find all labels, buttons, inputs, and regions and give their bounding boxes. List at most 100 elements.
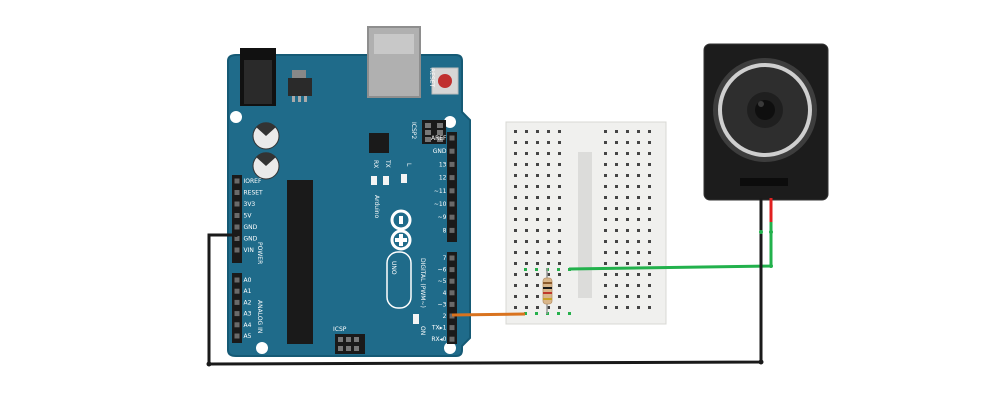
- breadboard-hole: [536, 251, 539, 254]
- breadboard-hole: [514, 295, 517, 298]
- breadboard-hole: [525, 163, 528, 166]
- breadboard-hole: [604, 251, 607, 254]
- header-pin: [234, 333, 240, 339]
- breadboard-hole: [558, 185, 561, 188]
- reset-button: RESET: [428, 67, 459, 95]
- breadboard-hole: [637, 207, 640, 210]
- header-pin: [449, 278, 455, 284]
- digital-label: DIGITAL (PWM~): [419, 258, 426, 308]
- breadboard-hole: [648, 240, 651, 243]
- breadboard-hole: [648, 306, 651, 309]
- l-led: [401, 174, 407, 183]
- breadboard-hole: [558, 306, 561, 309]
- breadboard-hole: [648, 174, 651, 177]
- header-pin: [449, 313, 455, 319]
- breadboard-hole: [637, 163, 640, 166]
- breadboard-hole: [536, 306, 539, 309]
- breadboard-hole: [514, 152, 517, 155]
- breadboard-hole: [514, 240, 517, 243]
- pin-label: RX◂0: [431, 336, 446, 343]
- breadboard-hole: [626, 185, 629, 188]
- breadboard-hole: [536, 273, 539, 276]
- breadboard-hole: [637, 152, 640, 155]
- wire-joints: [206, 233, 764, 367]
- breadboard-hole: [525, 207, 528, 210]
- breadboard-hole: [558, 141, 561, 144]
- breadboard-hole: [637, 295, 640, 298]
- breadboard-hole: [525, 185, 528, 188]
- breadboard-hole: [558, 174, 561, 177]
- breadboard-hole: [648, 284, 651, 287]
- breadboard-hole: [615, 174, 618, 177]
- arduino-logo: [390, 209, 412, 251]
- breadboard-hole: [637, 185, 640, 188]
- header-pin: [449, 227, 455, 233]
- resistor: [542, 268, 553, 314]
- icsp-label: ICSP: [333, 326, 347, 333]
- pin-label: 13: [439, 161, 447, 168]
- breadboard-hole: [615, 130, 618, 133]
- on-label: ON: [419, 326, 426, 335]
- header-pin: [234, 311, 240, 317]
- breadboard-hole: [604, 152, 607, 155]
- breadboard-hole: [637, 141, 640, 144]
- breadboard-hole: [648, 141, 651, 144]
- breadboard-hole: [547, 306, 550, 309]
- breadboard-hole: [626, 218, 629, 221]
- breadboard-hole: [525, 218, 528, 221]
- breadboard-hole: [626, 240, 629, 243]
- breadboard-hole: [615, 251, 618, 254]
- breadboard-hole: [615, 141, 618, 144]
- header-pin: [449, 267, 455, 273]
- breadboard-hole: [547, 262, 550, 265]
- usb-interface-chip: [369, 133, 389, 153]
- breadboard-hole: [637, 174, 640, 177]
- breadboard-hole: [558, 163, 561, 166]
- breadboard-hole: [536, 240, 539, 243]
- pin-label: VIN: [244, 247, 254, 254]
- header-pin: [449, 148, 455, 154]
- breadboard-hole: [648, 251, 651, 254]
- breadboard-hole: [626, 196, 629, 199]
- breadboard-hole: [615, 218, 618, 221]
- uno-badge: UNO: [386, 251, 412, 309]
- breadboard-hole: [637, 218, 640, 221]
- header-pin: [234, 288, 240, 294]
- speaker: [703, 43, 829, 222]
- pin-label: ~10: [434, 201, 447, 208]
- breadboard-hole: [648, 262, 651, 265]
- header-pin: [234, 201, 240, 207]
- pin-label: RESET: [244, 190, 264, 197]
- breadboard-hole: [547, 229, 550, 232]
- capacitor: [252, 152, 280, 180]
- breadboard-hole: [615, 262, 618, 265]
- breadboard-hole: [525, 284, 528, 287]
- arduino-uno-board: RESET ICSP2 RX TX L: [227, 26, 471, 357]
- breadboard-hole: [615, 163, 618, 166]
- breadboard-hole: [525, 262, 528, 265]
- header-pin: [234, 322, 240, 328]
- breadboard-hole: [626, 130, 629, 133]
- breadboard-hole: [525, 240, 528, 243]
- pin-label: A1: [244, 288, 252, 295]
- breadboard-hole: [604, 163, 607, 166]
- breadboard-hole: [536, 262, 539, 265]
- breadboard-hole: [525, 174, 528, 177]
- capacitor: [252, 122, 280, 150]
- icsp-header: ICSP: [333, 326, 365, 354]
- breadboard-hole: [648, 185, 651, 188]
- breadboard-hole: [637, 284, 640, 287]
- breadboard-hole: [525, 141, 528, 144]
- pin-label: A0: [244, 277, 252, 284]
- pin-label: 5V: [244, 213, 253, 220]
- header-pin: [234, 213, 240, 218]
- breadboard-hole: [604, 207, 607, 210]
- breadboard-hole: [536, 207, 539, 210]
- header-pin: [449, 255, 455, 261]
- reset-label: RESET: [428, 68, 435, 88]
- breadboard-hole: [604, 284, 607, 287]
- breadboard-hole: [648, 196, 651, 199]
- breadboard-hole: [536, 163, 539, 166]
- on-led: [413, 314, 419, 324]
